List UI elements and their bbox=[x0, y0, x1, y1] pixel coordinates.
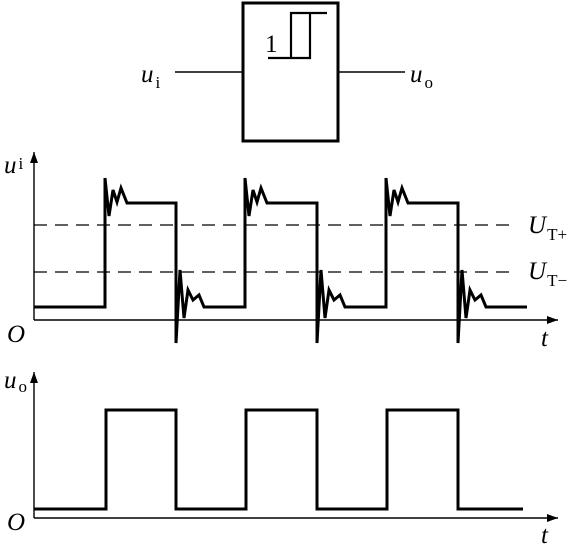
lower-threshold-label: UT− bbox=[528, 258, 567, 290]
upper-threshold-label: UT+ bbox=[528, 212, 567, 244]
uo-x-label: t bbox=[541, 522, 549, 546]
ui-origin-label: O bbox=[7, 321, 25, 348]
output-signal-trace bbox=[34, 408, 523, 511]
ui-x-label: t bbox=[541, 325, 549, 352]
block-digit: 1 bbox=[265, 31, 278, 58]
uo-origin-label: O bbox=[7, 509, 25, 536]
hysteresis-symbol-icon bbox=[268, 11, 327, 60]
input-signal-trace bbox=[34, 177, 527, 344]
